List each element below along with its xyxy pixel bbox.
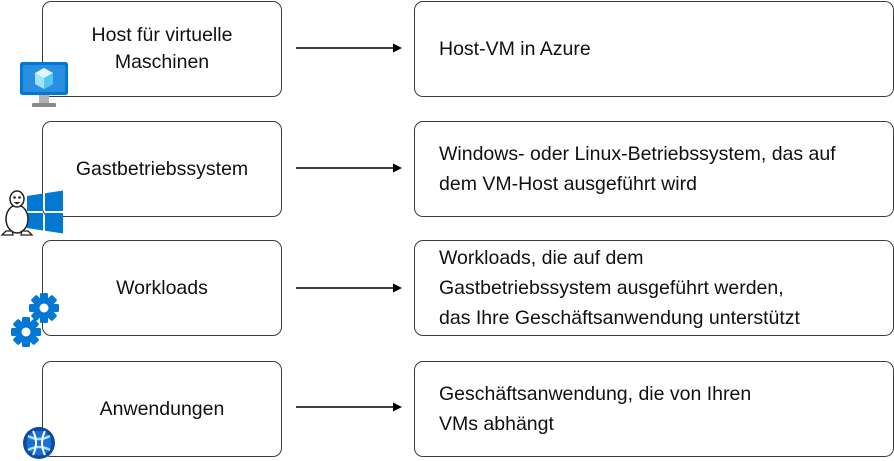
arrow-right-icon [296,43,402,53]
workloads-label: Workloads [116,276,208,299]
guest-os-label: Gastbetriebssystem [75,157,249,180]
guest-os-description: Windows- oder Linux-Betriebssystem, das … [439,143,836,195]
host-vm-description: Host-VM in Azure [439,38,591,60]
applications-description: Geschäftsanwendung, die von Ihren VMs ab… [439,383,752,435]
arrow-right-icon [296,402,402,412]
linux-windows-os-icon [0,190,63,236]
gears-icon [11,293,59,347]
arrow-right-icon [296,163,402,173]
applications-box: Anwendungen [42,361,282,457]
applications-label: Anwendungen [99,397,225,420]
guest-os-description-box: Windows- oder Linux-Betriebssystem, das … [414,121,894,217]
host-vm-description-box: Host-VM in Azure [414,1,894,97]
arrow-right-icon [296,283,402,293]
workloads-description-box: Workloads, die auf dem Gastbetriebssyste… [414,240,894,336]
workloads-description: Workloads, die auf dem Gastbetriebssyste… [439,247,800,329]
applications-description-box: Geschäftsanwendung, die von Ihren VMs ab… [414,361,894,457]
host-vm-label: Host für virtuelle Maschinen [91,24,233,73]
application-globe-icon [23,427,55,459]
host-vm-box: Host für virtuelle Maschinen [42,1,282,97]
guest-os-box: Gastbetriebssystem [42,121,282,217]
workloads-box: Workloads [42,240,282,336]
azure-vm-monitor-icon [20,62,68,107]
